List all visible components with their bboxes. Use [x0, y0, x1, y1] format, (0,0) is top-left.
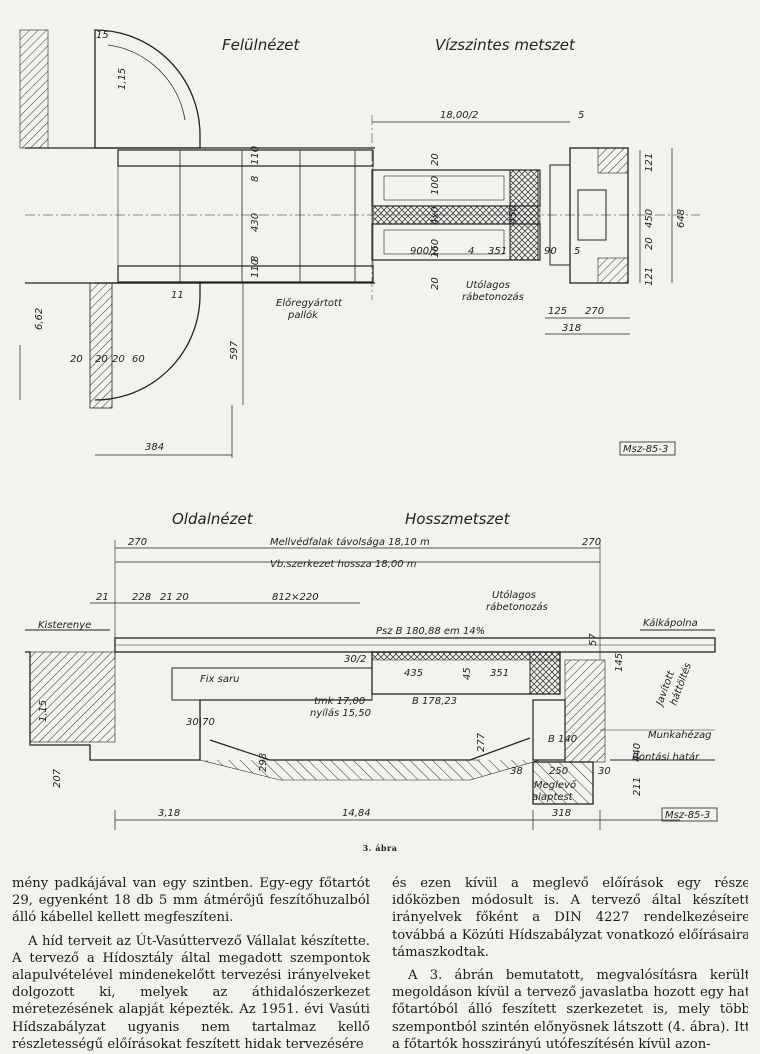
label-meglevo-2: alaptest — [532, 792, 574, 803]
label-30-70: 30|70 — [186, 717, 215, 728]
label-110b: 110 — [250, 259, 261, 278]
label-retro-bottom-2: rábetonozás — [486, 601, 548, 613]
paragraph: A 3. ábrán bemutatott, megvalósításra ke… — [392, 968, 748, 1051]
label-121b: 121 — [644, 267, 655, 286]
label-meglevo-1: Meglevő — [534, 779, 577, 791]
label-160: 160 — [430, 239, 441, 258]
label-fix-saru: Fix saru — [200, 674, 239, 685]
label-kalkapolna: Kálkápolna — [643, 617, 698, 629]
label-5b: 5 — [574, 246, 580, 257]
label-20: 20 — [176, 592, 189, 603]
figure-caption: 3. ábra — [362, 843, 398, 853]
label-mellved: Mellvédfalak távolsága 18,10 m — [270, 536, 430, 548]
label-11: 11 — [171, 290, 184, 301]
label-retro-top-2: rábetonozás — [462, 291, 524, 303]
label-precast-1: Előregyártott — [276, 297, 343, 309]
label-psz: Psz B 180,88 em 14% — [376, 626, 485, 637]
label-8b: 8 — [250, 256, 261, 262]
label-precast-2: pallók — [287, 309, 319, 321]
label-20b: 20 — [430, 277, 441, 290]
label-110: 110 — [250, 146, 261, 165]
code-bottom: Msz-85-3 — [665, 810, 710, 821]
label-38: 38 — [510, 766, 523, 777]
label-351-b: 351 — [490, 668, 509, 679]
title-longitudinal-section: Hosszmetszet — [405, 510, 511, 528]
label-270: 270 — [585, 306, 604, 317]
label-211: 211 — [632, 777, 643, 796]
label-30-2: 30/2 — [344, 654, 366, 665]
right-column: és ezen kívül a meglevő előírások egy ré… — [392, 875, 748, 1051]
label-597: 597 — [229, 340, 240, 360]
label-45: 45 — [462, 667, 473, 680]
label-b178: B 178,23 — [412, 696, 457, 707]
paragraph: mény padkájával van egy szintben. Egy-eg… — [12, 876, 370, 926]
bridge-technical-drawing: Felülnézet Vízszintes metszet Oldalnézet… — [19, 29, 718, 830]
title-horizontal-section: Vízszintes metszet — [435, 36, 576, 54]
label-kisterenye: Kisterenye — [38, 620, 91, 631]
label-4: 4 — [468, 246, 474, 257]
body-text: mény padkájával van egy szintben. Egy-eg… — [12, 875, 748, 1051]
label-retro-bottom-1: Utólagos — [492, 589, 536, 601]
label-20b-b: 20 — [95, 354, 108, 365]
label-270-left: 270 — [128, 537, 147, 548]
label-277: 277 — [476, 732, 487, 752]
label-270-right: 270 — [582, 537, 601, 548]
label-tmk: tmk 17,00 — [314, 696, 365, 707]
label-145: 145 — [614, 653, 625, 672]
label-4x0: 4x0 — [430, 206, 441, 225]
label-318-b: 318 — [552, 808, 571, 819]
label-21b: 21 — [160, 592, 173, 603]
left-column: mény padkájával van egy szintben. Egy-eg… — [12, 875, 370, 1051]
label-munkahezag: Munkahézag — [648, 729, 711, 741]
label-435: 435 — [404, 668, 423, 679]
paragraph: és ezen kívül a meglevő előírások egy ré… — [392, 876, 748, 960]
label-450: 450 — [508, 205, 519, 224]
label-440: 440 — [632, 743, 643, 762]
label-8: 8 — [250, 176, 261, 182]
label-90: 90 — [544, 246, 557, 257]
label-30: 30 — [598, 766, 611, 777]
label-207: 207 — [52, 768, 63, 788]
label-1-15-b: 1,15 — [38, 700, 49, 722]
label-60: 60 — [132, 354, 145, 365]
label-648: 648 — [676, 209, 687, 228]
label-6-62: 6,62 — [34, 308, 45, 330]
label-20a-b: 20 — [70, 354, 83, 365]
label-900-2: 900/2 — [410, 246, 439, 257]
paragraph: A híd terveit az Út-Vasúttervező Vállala… — [12, 933, 370, 1051]
label-121a: 121 — [644, 153, 655, 172]
label-20c-b: 20 — [112, 354, 125, 365]
label-318: 318 — [562, 323, 581, 334]
label-14-84: 14,84 — [342, 808, 371, 819]
label-5-top: 5 — [578, 110, 584, 121]
label-125: 125 — [548, 306, 567, 317]
label-radius-15: 15 — [96, 30, 109, 41]
label-228: 228 — [132, 592, 151, 603]
label-3-18: 3,18 — [158, 808, 180, 819]
label-b140: B 140 — [548, 734, 577, 745]
label-384: 384 — [145, 442, 164, 453]
label-vb-length: Vb.szerkezet hossza 18,00 m — [270, 559, 417, 570]
label-250: 250 — [549, 766, 568, 777]
label-100: 100 — [430, 176, 441, 195]
label-20c: 20 — [644, 237, 655, 250]
label-18-00-2: 18,00/2 — [440, 110, 478, 121]
label-450-right: 450 — [644, 209, 655, 228]
label-57: 57 — [588, 633, 599, 646]
label-351: 351 — [488, 246, 507, 257]
label-21a: 21 — [96, 592, 109, 603]
label-retro-top-1: Utólagos — [466, 279, 510, 291]
label-298: 298 — [258, 753, 269, 772]
title-top-view: Felülnézet — [222, 36, 301, 54]
title-side-view: Oldalnézet — [172, 510, 254, 528]
label-1-15: 1,15 — [117, 68, 128, 90]
label-430: 430 — [250, 213, 261, 232]
label-20a: 20 — [430, 153, 441, 166]
code-top: Msz-85-3 — [623, 444, 668, 455]
label-bontasi: Bontási határ — [632, 751, 700, 763]
label-812: 812×220 — [272, 592, 319, 603]
label-nyilas: nyílás 15,50 — [310, 707, 371, 719]
